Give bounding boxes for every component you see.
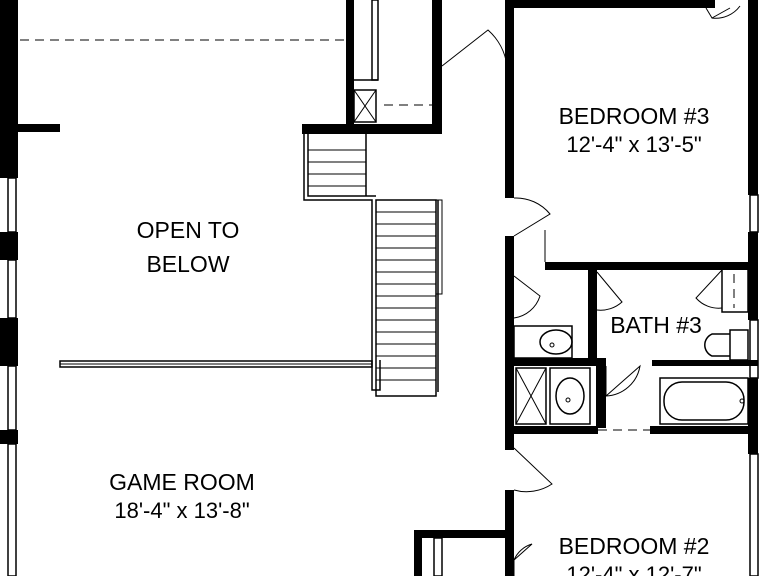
sink-upper xyxy=(513,325,573,359)
bedroom3-entry-door xyxy=(441,20,508,67)
bath-linen-closet xyxy=(695,267,749,313)
game-room-size: 18'-4" x 13'-8" xyxy=(114,498,249,523)
bedroom3-size: 12'-4" x 13'-5" xyxy=(566,132,701,157)
wall-stub xyxy=(18,124,60,132)
sink-lower xyxy=(549,367,591,425)
bathtub xyxy=(659,377,749,425)
bath3-walls xyxy=(505,266,759,434)
bedroom3-walls xyxy=(505,0,759,270)
bath3-label: BATH #3 xyxy=(610,312,702,338)
bedroom2-closet-door xyxy=(513,543,533,576)
stair-top-wall xyxy=(302,124,442,134)
open-to-below-label-1: OPEN TO xyxy=(137,217,240,243)
bath-inner-door xyxy=(605,364,641,398)
stair xyxy=(303,134,443,397)
bedroom2-size: 12'-4" x 12'-7" xyxy=(566,562,701,576)
railing xyxy=(59,360,373,368)
left-exterior-wall xyxy=(0,0,18,576)
shower xyxy=(515,367,547,425)
bath-closet-door xyxy=(513,275,541,319)
game-room-label: GAME ROOM xyxy=(109,469,255,495)
bedroom2-label: BEDROOM #2 xyxy=(559,533,710,559)
bedroom3-hall-door xyxy=(505,197,551,270)
hvac-chase xyxy=(353,89,377,123)
open-to-below-label-2: BELOW xyxy=(146,251,229,277)
bath-door xyxy=(596,271,623,311)
closet-walls xyxy=(346,0,442,134)
bedroom3-closet-door xyxy=(705,5,741,19)
bedroom2-door xyxy=(513,447,553,493)
bedroom2-walls xyxy=(414,430,759,576)
toilet xyxy=(704,329,749,361)
bedroom3-label: BEDROOM #3 xyxy=(559,103,710,129)
